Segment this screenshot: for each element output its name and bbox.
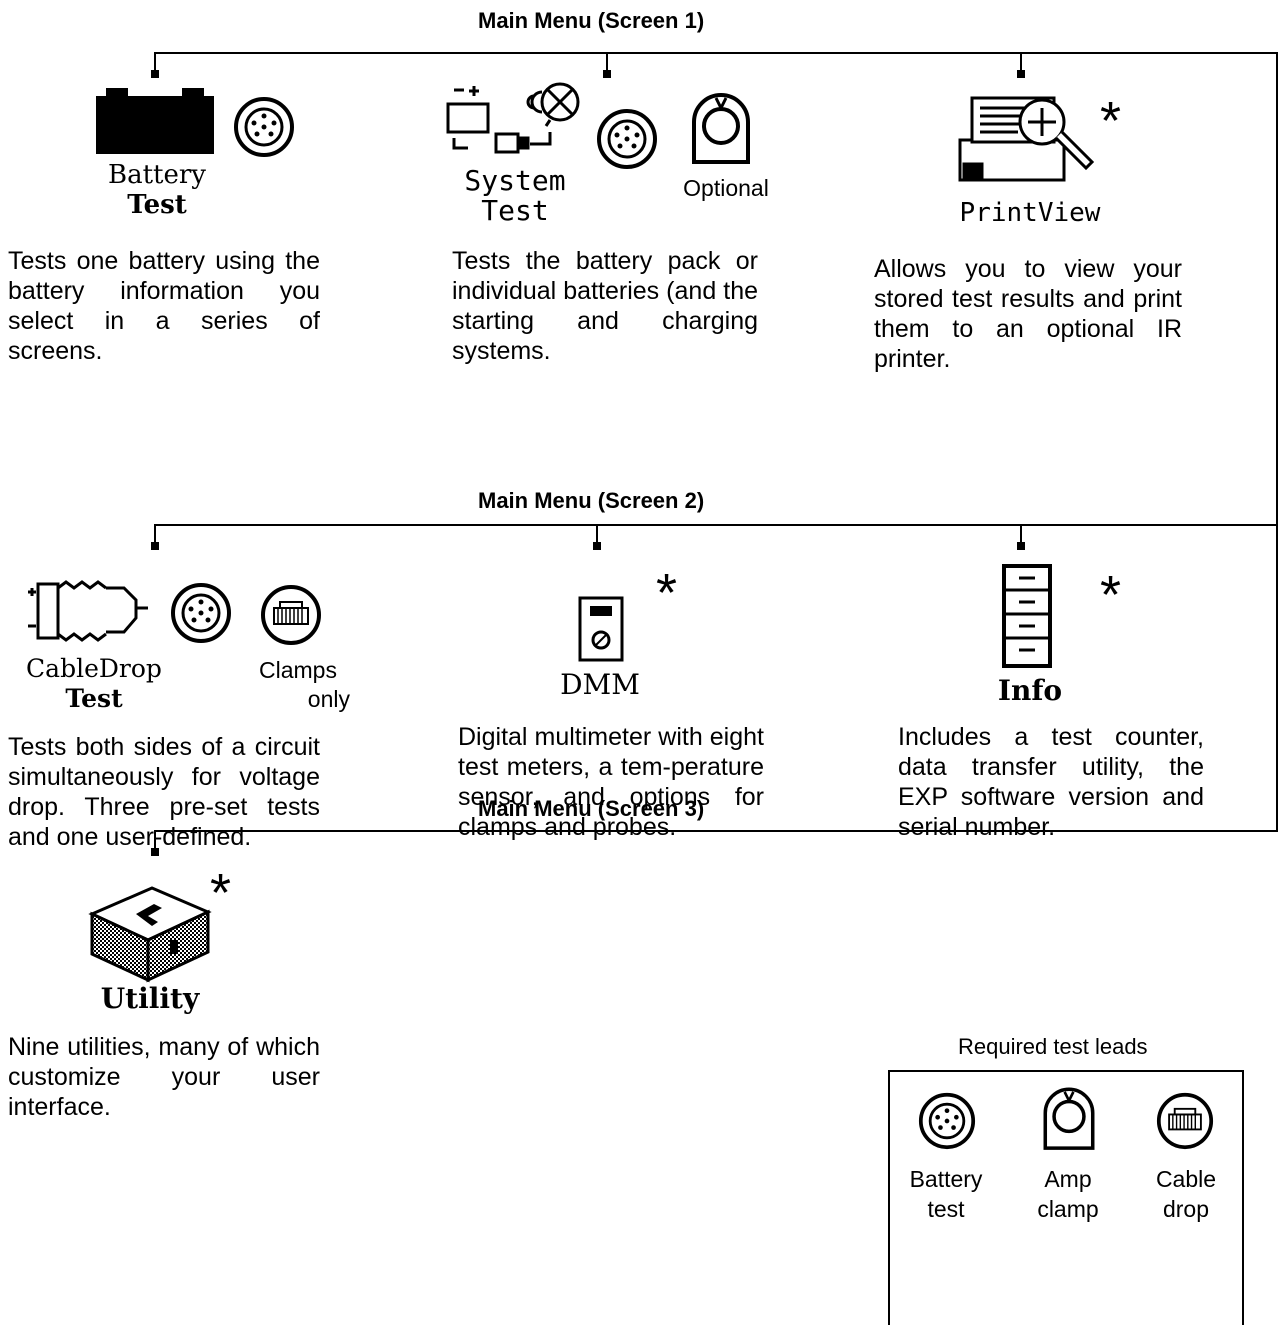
system-test-label: System Test xyxy=(464,164,566,227)
battery-connector-icon xyxy=(234,97,294,157)
screen1-tick-1 xyxy=(151,52,159,78)
printview-description: Allows you to view your stored test resu… xyxy=(874,255,1182,373)
amp-clamp-icon xyxy=(692,93,750,164)
system-test-description: Tests the battery pack or individual bat… xyxy=(452,247,758,365)
utility-label: Utility xyxy=(100,982,200,1015)
amp-clamp-icon xyxy=(1043,1087,1095,1150)
screen1-bracket-line xyxy=(154,52,1278,54)
utility-description: Nine utilities, many of which customize … xyxy=(8,1033,320,1121)
battery-test-description: Tests one battery using the battery info… xyxy=(8,247,320,365)
legend-battery-test-label: Battery test xyxy=(909,1166,983,1222)
dmm-label: DMM xyxy=(560,668,640,701)
screen2-tick-1 xyxy=(151,524,159,550)
system-test-optional-note: Optional xyxy=(683,175,769,201)
info-description: Includes a test counter, data transfer u… xyxy=(898,723,1204,841)
cable-drop-test-label: CableDrop Test xyxy=(26,654,162,713)
printview-asterisk: * xyxy=(1100,91,1122,151)
required-test-leads-legend: Battery test Amp clamp Cable drop xyxy=(888,1070,1244,1325)
info-asterisk: * xyxy=(1100,565,1122,625)
screen1-heading: Main Menu (Screen 1) xyxy=(478,8,705,33)
screen3-bracket-line xyxy=(154,830,1278,832)
dmm-asterisk: * xyxy=(656,563,678,623)
screen2-bracket-line xyxy=(154,524,1278,526)
screen3-tick-1 xyxy=(151,830,159,856)
info-cabinet-icon xyxy=(1002,564,1052,668)
screen3-heading: Main Menu (Screen 3) xyxy=(478,796,705,821)
cable-drop-clamp-icon xyxy=(1156,1092,1214,1150)
battery-connector-icon xyxy=(918,1092,976,1150)
info-label: Info xyxy=(997,674,1063,707)
legend-amp-clamp-label: Amp clamp xyxy=(1037,1166,1099,1222)
screen1-tick-2 xyxy=(603,52,611,78)
legend-title: Required test leads xyxy=(958,1034,1148,1059)
battery-test-label: Battery Test xyxy=(107,160,206,220)
right-connector-2 xyxy=(1276,524,1278,830)
screen2-tick-3 xyxy=(1017,524,1025,550)
dmm-icon xyxy=(578,596,624,662)
cable-drop-clamp-icon xyxy=(261,585,321,645)
utility-toolbox-icon xyxy=(88,886,212,983)
right-connector-1 xyxy=(1276,52,1278,526)
cable-drop-test-icon xyxy=(28,580,148,642)
dmm-description: Digital multimeter with eight test meter… xyxy=(458,723,764,841)
utility-asterisk: * xyxy=(210,863,232,923)
system-test-icon xyxy=(446,82,580,154)
printview-label: PrintView xyxy=(959,198,1101,228)
cable-drop-test-description: Tests both sides of a circuit simultaneo… xyxy=(8,733,320,851)
cable-drop-clamps-note: Clamps only xyxy=(259,657,350,712)
legend-cable-drop-label: Cable drop xyxy=(1155,1166,1217,1222)
screen1-tick-3 xyxy=(1017,52,1025,78)
battery-connector-icon xyxy=(171,583,231,643)
battery-connector-icon xyxy=(597,109,657,169)
screen2-heading: Main Menu (Screen 2) xyxy=(478,488,705,513)
printview-icon xyxy=(958,96,1095,182)
screen2-tick-2 xyxy=(593,524,601,550)
battery-test-icon xyxy=(96,88,214,154)
